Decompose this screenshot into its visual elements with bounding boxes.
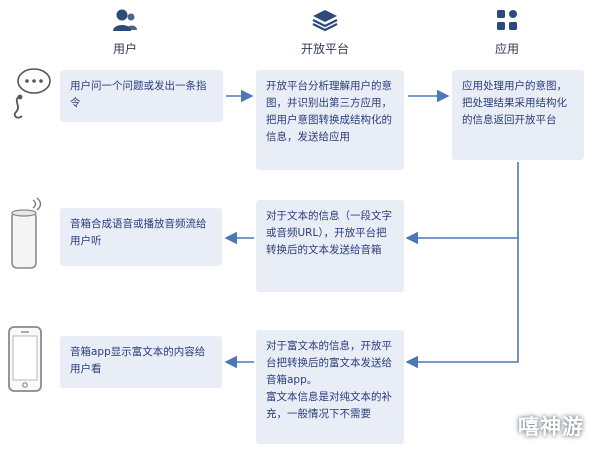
speaker-play-box: 音箱合成语音或播放音频流给用户听	[60, 208, 222, 266]
smart-speaker-icon	[11, 197, 42, 269]
platform-rich-note: 富文本信息是对纯文本的补充，一般情况下不需要	[266, 391, 392, 420]
platform-parse-text: 开放平台分析理解用户的意图，并识别出第三方应用，把用户意图转换成结构化的信息，发…	[266, 80, 392, 143]
speaker-app-box: 音箱app显示富文本的内容给用户看	[60, 336, 222, 388]
platform-rich-box: 对于富文本的信息，开放平台把转换后的富文本发送给音箱app。 富文本信息是对纯文…	[256, 330, 404, 444]
user-icon	[113, 9, 137, 31]
speaker-play-text: 音箱合成语音或播放音频流给用户听	[70, 218, 207, 247]
platform-text-text: 对于文本的信息（一段文字或音频URL），开放平台把转换后的文本发送给音箱	[266, 210, 392, 256]
column-user-label: 用户	[112, 42, 137, 56]
chat-bubble-icon	[13, 68, 51, 119]
user-request-text: 用户问一个问题或发出一条指令	[70, 80, 207, 109]
column-platform: 开放平台	[270, 8, 380, 57]
smartphone-icon	[8, 326, 42, 392]
platform-text-box: 对于文本的信息（一段文字或音频URL），开放平台把转换后的文本发送给音箱	[256, 200, 404, 292]
arrow-app-to-platform-rich	[405, 238, 519, 369]
layers-icon	[312, 10, 338, 32]
user-request-box: 用户问一个问题或发出一条指令	[60, 70, 223, 122]
column-app: 应用	[452, 8, 562, 57]
platform-parse-box: 开放平台分析理解用户的意图，并识别出第三方应用，把用户意图转换成结构化的信息，发…	[256, 70, 404, 170]
platform-rich-text: 对于富文本的信息，开放平台把转换后的富文本发送给音箱app。	[266, 340, 392, 386]
app-process-text: 应用处理用户的意图，把处理结果采用结构化的信息返回开放平台	[462, 80, 567, 126]
column-user: 用户	[70, 8, 180, 57]
column-app-label: 应用	[494, 42, 519, 56]
column-platform-label: 开放平台	[300, 42, 349, 56]
watermark: 嘻神游	[518, 415, 584, 439]
app-grid-icon	[497, 10, 517, 30]
app-process-box: 应用处理用户的意图，把处理结果采用结构化的信息返回开放平台	[452, 70, 584, 160]
arrow-app-to-platform-text	[405, 162, 519, 245]
speaker-app-text: 音箱app显示富文本的内容给用户看	[70, 346, 206, 375]
